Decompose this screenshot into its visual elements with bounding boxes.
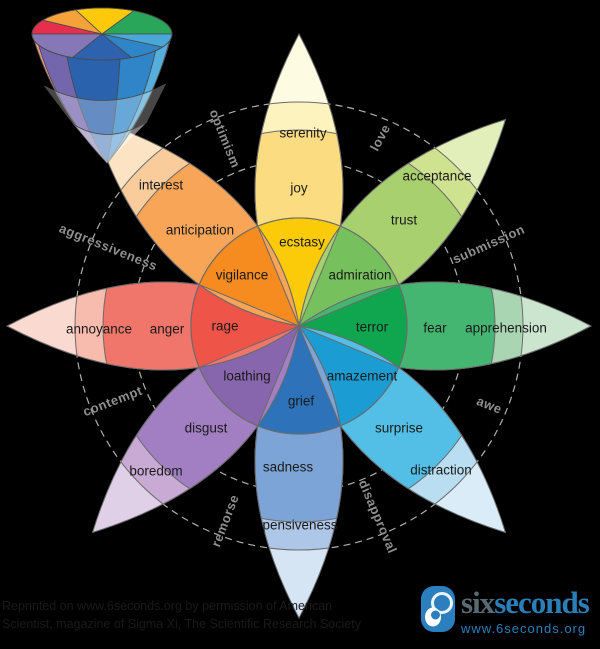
cone-band-divider-1 <box>43 83 167 101</box>
dyad-remorse: remorse <box>208 492 242 549</box>
logo-word-seconds: seconds <box>494 585 590 620</box>
logo-url[interactable]: www.6seconds.org <box>461 621 587 636</box>
inner-circle-outline <box>190 217 408 435</box>
label-surprise: surprise <box>375 421 423 436</box>
label-ecstasy: ecstasy <box>279 235 325 250</box>
label-admiration: admiration <box>328 268 391 283</box>
label-apprehension: apprehension <box>465 321 547 336</box>
cone-tip-band <box>73 122 147 163</box>
logo-wordmark[interactable]: sixseconds <box>461 585 590 620</box>
label-serenity: serenity <box>279 126 327 141</box>
label-grief: grief <box>288 394 315 409</box>
wheel-group <box>6 33 592 619</box>
dyad-submission: submission <box>450 221 527 266</box>
emotion-cone <box>31 7 173 165</box>
label-joy: joy <box>289 181 308 196</box>
logo-word-six: six <box>461 585 495 620</box>
sixseconds-logo[interactable]: sixseconds www.6seconds.org <box>421 585 590 636</box>
dyad-love: love <box>367 122 393 154</box>
label-anger: anger <box>150 322 185 337</box>
credit-line-1: Reprinted on www.6seconds.org by permiss… <box>2 599 333 613</box>
dyad-contempt: contempt <box>81 383 145 419</box>
tip-band-boundary <box>74 101 524 551</box>
mid-band-boundary <box>102 129 496 523</box>
credit-line-2: Scientist, magazine of Sigma Xi, The Sci… <box>2 617 361 631</box>
dyad-optimism: optimism <box>206 107 243 170</box>
label-terror: terror <box>356 320 389 335</box>
label-interest: interest <box>139 178 184 193</box>
cone-mid-band <box>44 84 166 135</box>
label-trust: trust <box>391 213 418 228</box>
dyad-awe: awe <box>474 393 504 417</box>
sixseconds-logo-icon[interactable] <box>421 586 455 632</box>
label-amazement: amazement <box>327 369 398 384</box>
label-loathing: loathing <box>223 369 270 384</box>
label-boredom: boredom <box>129 464 182 479</box>
label-pensiveness: pensiveness <box>262 518 337 533</box>
label-annoyance: annoyance <box>66 322 132 337</box>
label-anticipation: anticipation <box>166 223 234 238</box>
label-fear: fear <box>423 321 447 336</box>
label-distraction: distraction <box>410 463 472 478</box>
label-acceptance: acceptance <box>402 169 471 184</box>
emotion-labels: ecstasy joy serenity admiration trust ac… <box>66 126 547 533</box>
label-disgust: disgust <box>185 421 228 436</box>
label-sadness: sadness <box>263 460 314 475</box>
dyad-disapproval: disapproval <box>356 478 400 556</box>
credit-text: Reprinted on www.6seconds.org by permiss… <box>2 597 361 633</box>
label-vigilance: vigilance <box>216 268 269 283</box>
label-rage: rage <box>211 319 238 334</box>
cone-band-divider-2 <box>72 121 148 135</box>
cone-top-outline <box>31 7 173 61</box>
